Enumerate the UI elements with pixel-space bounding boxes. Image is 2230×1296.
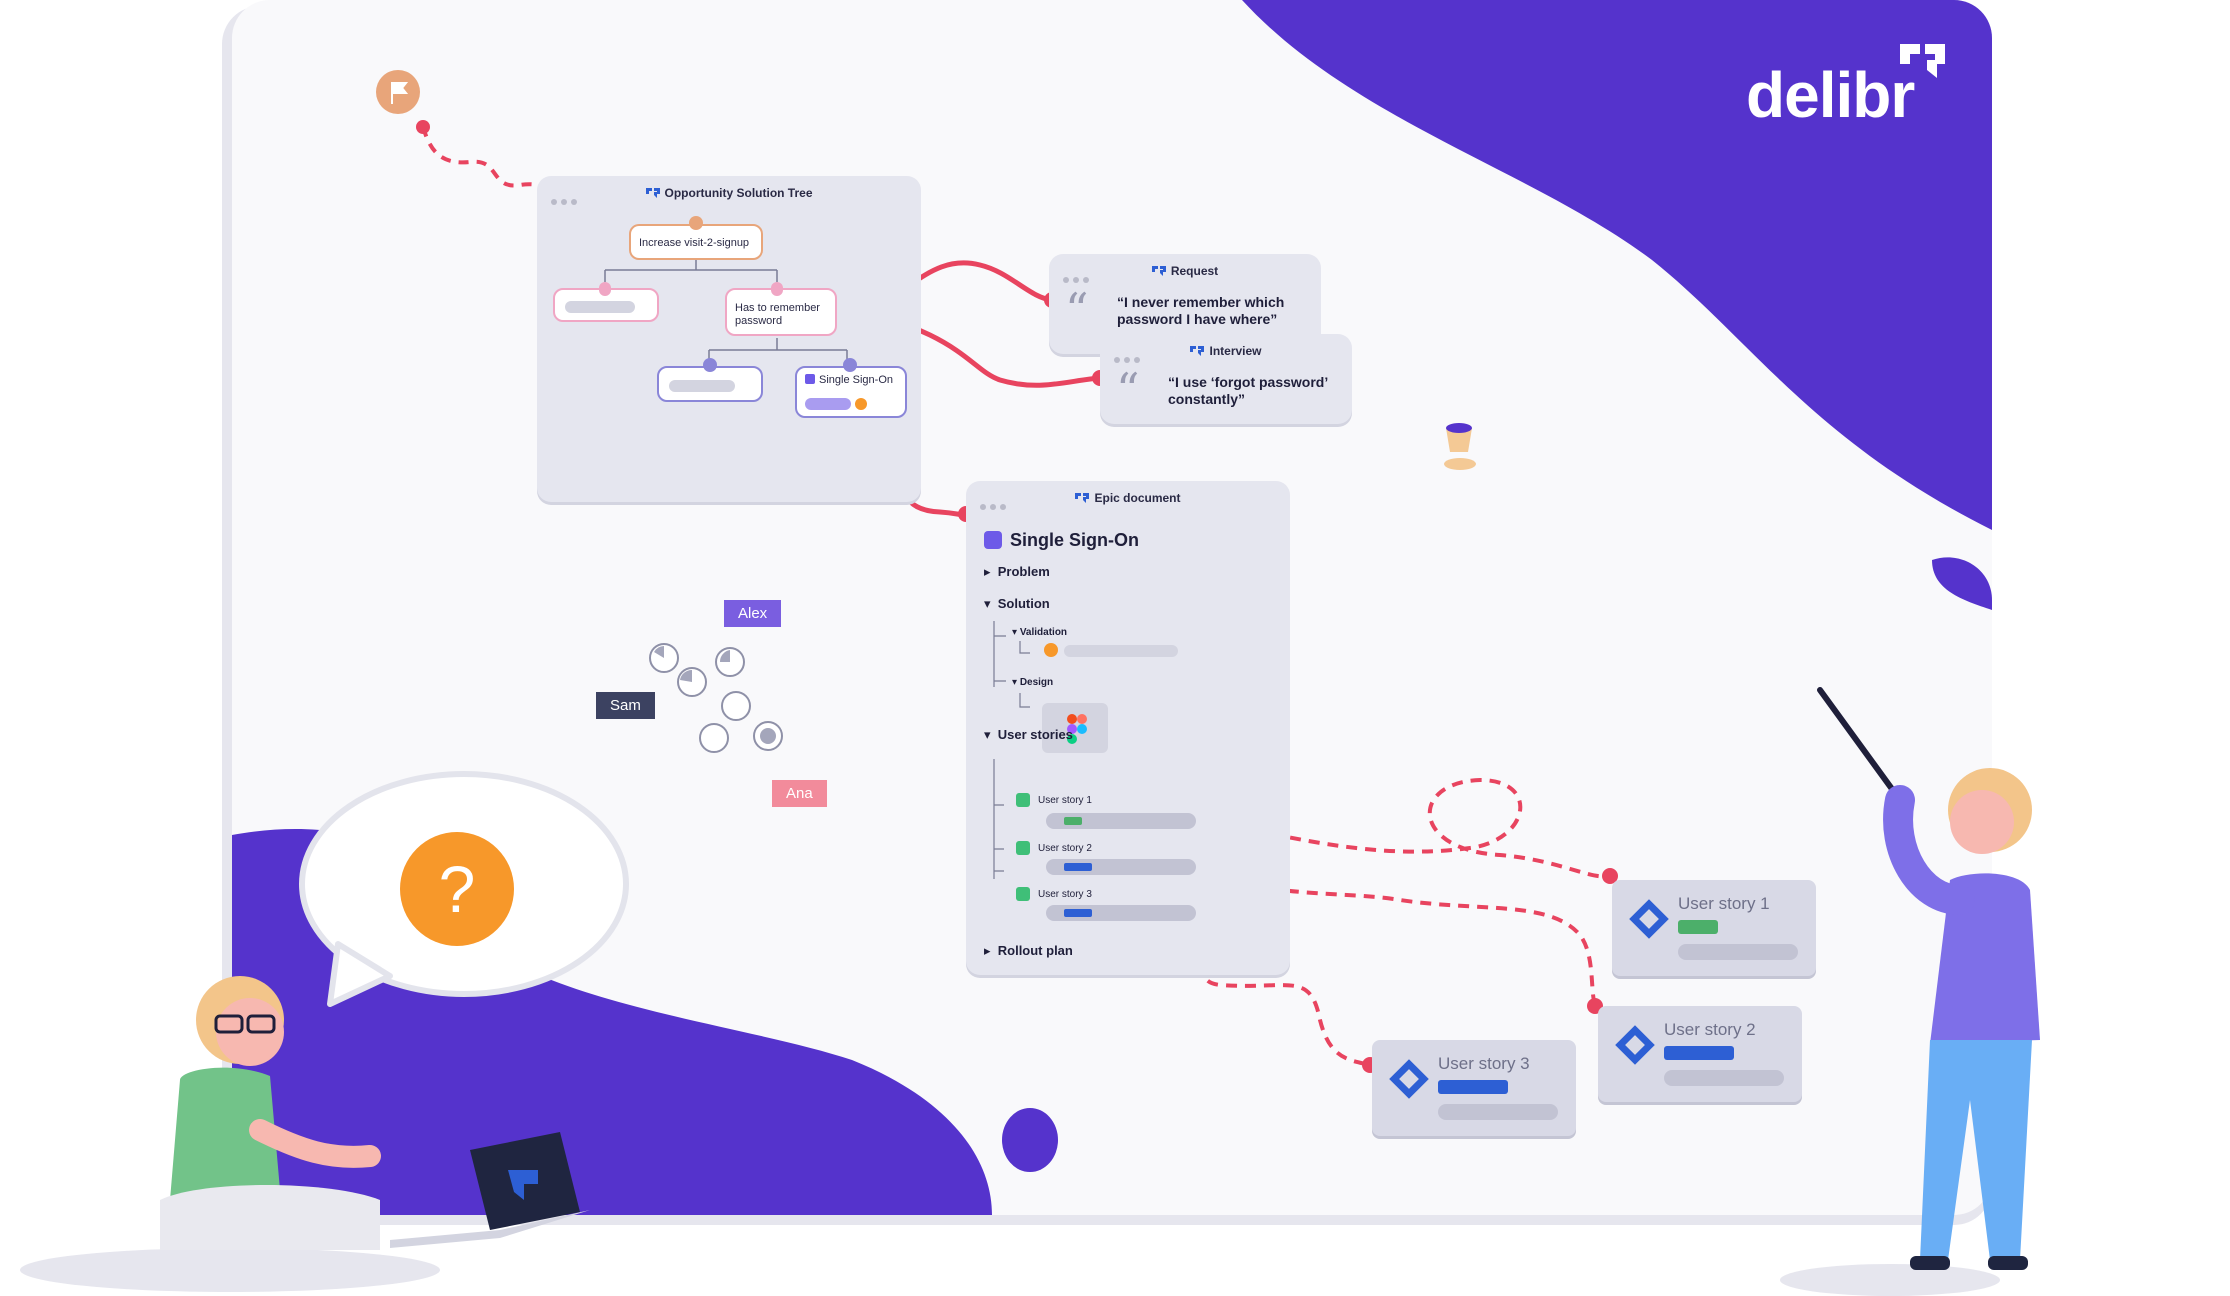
cursor-cluster <box>649 643 783 753</box>
interview-quote: “I use ‘forgot password’ constantly” <box>1168 374 1328 407</box>
question-icon: ? <box>400 832 514 946</box>
solution-label: Single Sign-On <box>819 374 893 386</box>
request-quote: “I never remember which password I have … <box>1117 294 1285 327</box>
lightning-icon <box>984 531 1002 549</box>
request-title: Request <box>1170 264 1219 278</box>
delibr-mini-icon <box>1151 266 1166 276</box>
lightning-icon <box>805 374 815 384</box>
window-controls <box>980 497 1010 515</box>
goal-node[interactable]: Increase visit-2-signup <box>629 224 763 260</box>
window-controls <box>551 192 581 210</box>
opportunity-icon <box>599 282 611 296</box>
validation-section[interactable]: ▾ Validation <box>1012 627 1068 638</box>
tree-lines <box>604 260 848 360</box>
opportunity-label: Has to remember password <box>735 302 820 327</box>
quote-icon: “ <box>1065 283 1089 337</box>
flag-icon <box>376 70 420 114</box>
window-controls <box>1114 350 1144 368</box>
standing-person-illustration <box>1780 687 2040 1296</box>
story-3-status <box>1064 909 1092 917</box>
opportunity-node[interactable]: Has to remember password <box>725 288 837 336</box>
epic-name: Single Sign-On <box>1010 530 1139 550</box>
jira-card-story-3[interactable]: User story 3 <box>1372 1040 1576 1136</box>
bookmark-icon <box>1016 841 1030 855</box>
story-1-status <box>1064 817 1082 825</box>
jira-icon <box>1389 1059 1429 1099</box>
card-status-bar <box>1438 1080 1508 1094</box>
card-title: User story 1 <box>1678 894 1770 913</box>
epic-window[interactable]: Epic document Single Sign-On ▸ Problem ▾… <box>966 481 1290 975</box>
cursor-tag-sam: Sam <box>596 692 655 719</box>
solution-icon <box>703 358 717 372</box>
solution-section[interactable]: ▾ Solution <box>984 596 1050 611</box>
rollout-section[interactable]: ▸ Rollout plan <box>984 943 1073 958</box>
jira-card-story-2[interactable]: User story 2 <box>1598 1006 1802 1102</box>
cursor-tag-alex: Alex <box>724 600 782 627</box>
goal-label: Increase visit-2-signup <box>639 237 750 249</box>
card-placeholder <box>1438 1104 1558 1120</box>
user-stories-section[interactable]: ▾ User stories <box>984 727 1073 742</box>
card-title: User story 2 <box>1664 1020 1756 1039</box>
design-section[interactable]: ▾ Design <box>1012 677 1054 688</box>
card-status-bar <box>1664 1046 1734 1060</box>
story-3-label[interactable]: User story 3 <box>1038 889 1092 900</box>
solution-node[interactable]: Single Sign-On <box>795 366 907 418</box>
story-2-status <box>1064 863 1092 871</box>
ost-window[interactable]: Opportunity Solution Tree Increase visit… <box>537 176 921 502</box>
problem-section[interactable]: ▸ Problem <box>984 564 1050 579</box>
jira-icon <box>1615 1025 1655 1065</box>
ost-title: Opportunity Solution Tree <box>664 186 813 200</box>
card-placeholder <box>1664 1070 1784 1086</box>
quote-icon: “ <box>1116 363 1140 417</box>
jira-icon <box>1629 899 1669 939</box>
delibr-logo <box>1745 40 1965 135</box>
warning-icon <box>855 398 867 410</box>
epic-title: Epic document <box>1094 491 1181 505</box>
delibr-mini-icon <box>1190 346 1205 356</box>
figma-embed[interactable] <box>1042 703 1108 753</box>
story-1-jira-row <box>1046 813 1196 829</box>
sitting-person-illustration <box>20 976 590 1292</box>
bookmark-icon <box>1016 793 1030 807</box>
interview-window[interactable]: Interview “ “I use ‘forgot password’ con… <box>1100 334 1352 424</box>
interview-title: Interview <box>1209 344 1262 358</box>
opportunity-icon <box>771 282 783 296</box>
window-controls <box>1063 270 1093 288</box>
cursor-tag-ana: Ana <box>772 780 827 807</box>
bookmark-icon <box>1016 887 1030 901</box>
jira-card-story-1[interactable]: User story 1 <box>1612 880 1816 976</box>
delibr-mini-icon <box>1075 493 1090 503</box>
brand-name: delibr <box>1746 59 1915 131</box>
card-status-bar <box>1678 920 1718 934</box>
warning-icon <box>1044 643 1058 657</box>
card-title: User story 3 <box>1438 1054 1530 1073</box>
validation-placeholder <box>1064 645 1178 657</box>
goal-flag-icon <box>689 216 703 230</box>
outline-lines <box>993 621 1030 879</box>
delibr-mini-icon <box>645 188 660 198</box>
figma-icon <box>1067 714 1087 744</box>
whiteboard <box>232 0 1992 1215</box>
story-1-label[interactable]: User story 1 <box>1038 795 1092 806</box>
solution-icon <box>843 358 857 372</box>
coffee-cup-icon <box>1440 418 1480 477</box>
story-2-label[interactable]: User story 2 <box>1038 843 1092 854</box>
card-placeholder <box>1678 944 1798 960</box>
